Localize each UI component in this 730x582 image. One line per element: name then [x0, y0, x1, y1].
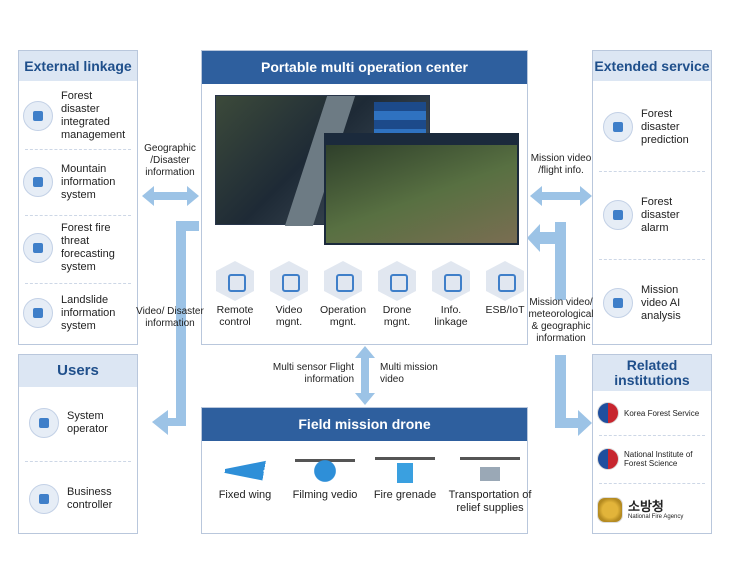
extended-service-title: Extended service: [593, 51, 711, 81]
extended-item-prediction: Forest disaster prediction: [603, 103, 707, 151]
institution-korea-forest-service: Korea Forest Service: [597, 401, 707, 425]
arrow-related: [555, 355, 592, 436]
operator-icon: [29, 408, 59, 438]
drone-fixed-wing: Fixed wing: [205, 453, 285, 515]
fire-agency-subtitle: National Fire Agency: [628, 513, 684, 520]
fire-icon: [23, 233, 53, 263]
filming-drone-icon: [295, 453, 355, 483]
extended-item-ai: Mission video AI analysis: [603, 279, 707, 327]
label-mission-video-flight: Mission video /flight info.: [530, 153, 592, 176]
fire-grenade-drone-icon: [375, 453, 435, 483]
video-camera-icon: [270, 261, 308, 301]
forest-disaster-icon: [23, 101, 53, 131]
remote-control-icon: [216, 261, 254, 301]
arrow-geo: [142, 186, 199, 206]
map-pin-icon: [23, 167, 53, 197]
drone-icon: [378, 261, 416, 301]
drone-prediction-icon: [603, 112, 633, 142]
drone-list: Fixed wing Filming vedio Fire grenade Tr…: [205, 453, 535, 515]
module-info-linkage: Info. linkage: [426, 261, 476, 328]
label-video-disaster: Video/ Disaster information: [136, 306, 204, 329]
user-system-operator: System operator: [29, 401, 133, 445]
fire-agency-logo: [597, 497, 623, 523]
users-title: Users: [19, 355, 137, 387]
institution-nifos: National Institute of Forest Science: [597, 447, 707, 471]
arrow-center-field: [355, 346, 375, 405]
external-item-forest-fire: Forest fire threat forecasting system: [23, 219, 133, 277]
label-mission-video-meteo: Mission video/ meteorological & geograph…: [528, 297, 594, 344]
field-drone-panel: Field mission drone Fixed wing Filming v…: [201, 407, 531, 534]
iot-cloud-icon: [486, 261, 524, 301]
users-panel: Users System operator Business controlle…: [18, 354, 138, 534]
network-icon: [432, 261, 470, 301]
drone-fire-grenade: Fire grenade: [365, 453, 445, 515]
controller-icon: [29, 484, 59, 514]
korea-forest-service-logo: [597, 402, 619, 424]
arrow-mission-meteo: [527, 222, 566, 300]
module-remote-control: Remote control: [210, 261, 260, 328]
field-drone-title: Field mission drone: [202, 408, 527, 441]
label-multi-sensor: Multi sensor Flight information: [272, 362, 354, 385]
external-linkage-panel: External linkage Forest disaster integra…: [18, 50, 138, 345]
external-item-forest-disaster: Forest disaster integrated management: [23, 90, 133, 141]
fire-agency-name: 소방청: [628, 498, 664, 514]
ai-head-icon: [603, 288, 633, 318]
related-institutions-panel: Related institutions Korea Forest Servic…: [592, 354, 712, 534]
operation-center-title: Portable multi operation center: [202, 51, 527, 84]
user-business-controller: Business controller: [29, 477, 133, 521]
module-drone-mgnt: Drone mgnt.: [372, 261, 422, 328]
drone-filming: Filming vedio: [285, 453, 365, 515]
transport-drone-icon: [460, 453, 520, 483]
extended-service-panel: Extended service Forest disaster predict…: [592, 50, 712, 345]
related-institutions-title: Related institutions: [593, 355, 711, 391]
dashboard-screen-secondary: [324, 133, 519, 245]
code-window-icon: [324, 261, 362, 301]
arrow-mission-video-flight: [530, 186, 592, 206]
module-operation-mgnt: Operation mgnt.: [318, 261, 368, 328]
alarm-icon: [603, 200, 633, 230]
external-item-mountain: Mountain information system: [23, 155, 133, 209]
center-modules: Remote control Video mgnt. Operation mgn…: [210, 261, 534, 328]
institution-fire-agency: 소방청 National Fire Agency: [597, 495, 707, 525]
label-multi-mission: Multi mission video: [380, 362, 438, 385]
fixed-wing-drone-icon: [215, 459, 275, 483]
landslide-icon: [23, 298, 53, 328]
module-video-mgnt: Video mgnt.: [264, 261, 314, 328]
drone-transport: Transportation of relief supplies: [445, 453, 535, 515]
nifos-logo: [597, 448, 619, 470]
label-geo-disaster: Geographic /Disaster information: [144, 143, 196, 178]
external-item-landslide: Landslide information system: [23, 287, 133, 339]
external-linkage-title: External linkage: [19, 51, 137, 81]
extended-item-alarm: Forest disaster alarm: [603, 191, 707, 239]
module-esb-iot: ESB/IoT: [480, 261, 530, 328]
operation-center-panel: Portable multi operation center Remote c…: [201, 50, 528, 345]
